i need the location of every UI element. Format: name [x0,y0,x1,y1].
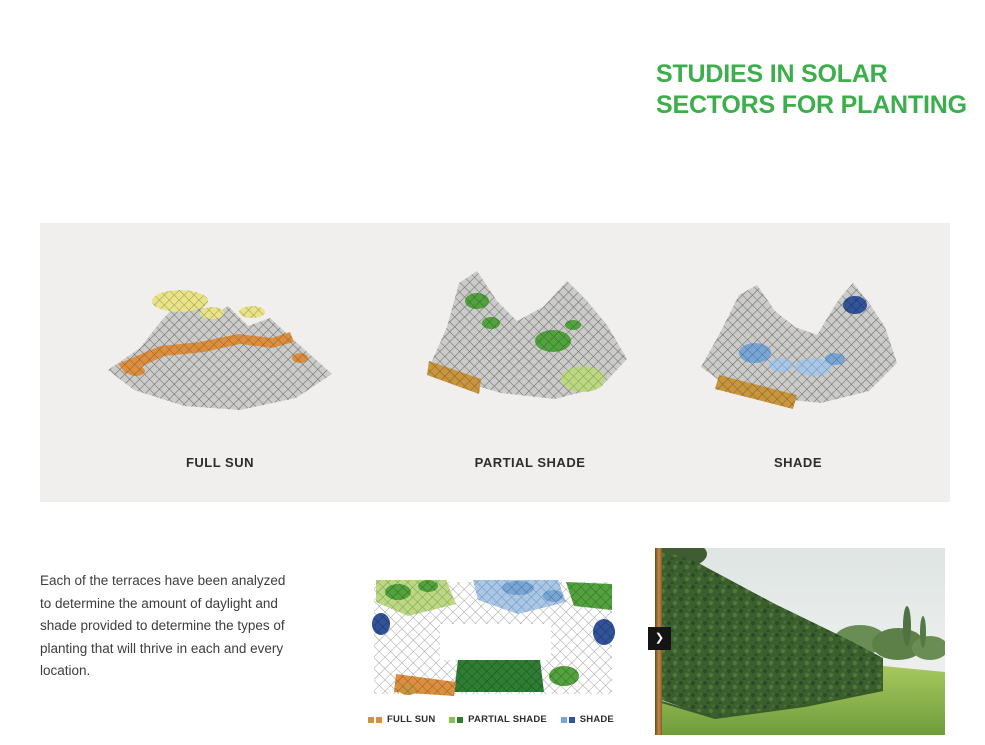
figure-caption-shade: SHADE [773,455,822,470]
legend-swatch-square [457,716,464,723]
plan-legend: FULL SUN PARTIAL SHADE SHADE [368,714,614,725]
legend-item: FULL SUN [368,714,435,725]
carousel-next-button[interactable]: ❯ [648,627,671,650]
figure-caption-full-sun: FULL SUN [185,455,255,470]
hedge-photo-image [655,548,945,735]
site-plan-diagram [368,572,618,704]
figure-caption-partial-shade: PARTIAL SHADE [474,455,586,470]
title-line-1: STUDIES IN SOLAR [656,59,888,88]
legend-swatch-square [449,716,456,723]
solar-studies-band: FULL SUN PARTIAL SHADE [40,223,950,502]
legend-label: PARTIAL SHADE [468,714,547,725]
figure-shade: SHADE [638,261,958,470]
partial-shade-diagram [425,261,635,443]
shade-swatch-icon [560,716,575,723]
partial-shade-swatch-icon [449,716,464,723]
figure-partial-shade: PARTIAL SHADE [370,261,690,470]
legend-swatch-square [560,716,567,723]
chevron-right-icon: ❯ [654,632,665,644]
legend-label: SHADE [579,714,614,725]
legend-swatch-square [368,716,374,723]
legend-item: SHADE [560,714,614,725]
full-sun-swatch-icon [368,716,382,723]
legend-item: PARTIAL SHADE [449,714,547,725]
legend-swatch-square [376,716,382,723]
hedge-photo [655,548,945,735]
legend-swatch-square [568,716,575,723]
shade-diagram [693,261,903,443]
full-sun-diagram [100,261,340,443]
page-title: STUDIES IN SOLAR SECTORS FOR PLANTING [656,59,971,121]
figure-full-sun: FULL SUN [60,261,380,470]
description-text: Each of the terraces have been analyzed … [40,573,286,678]
legend-label: FULL SUN [387,714,436,725]
title-line-2: SECTORS FOR PLANTING [656,90,967,119]
